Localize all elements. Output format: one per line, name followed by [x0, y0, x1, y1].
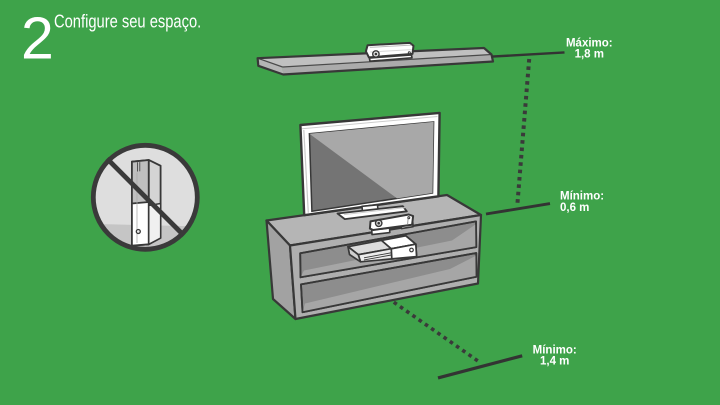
- svg-text:1,8 m: 1,8 m: [575, 49, 604, 61]
- svg-text:Mínimo:: Mínimo:: [560, 191, 604, 203]
- svg-text:Máximo:: Máximo:: [566, 37, 613, 49]
- svg-text:0,6 m: 0,6 m: [560, 202, 589, 214]
- svg-text:Mínimo:: Mínimo:: [533, 345, 577, 357]
- svg-text:Configure seu espaço.: Configure seu espaço.: [54, 11, 201, 32]
- svg-text:2: 2: [21, 6, 54, 72]
- svg-text:1,4 m: 1,4 m: [540, 355, 569, 367]
